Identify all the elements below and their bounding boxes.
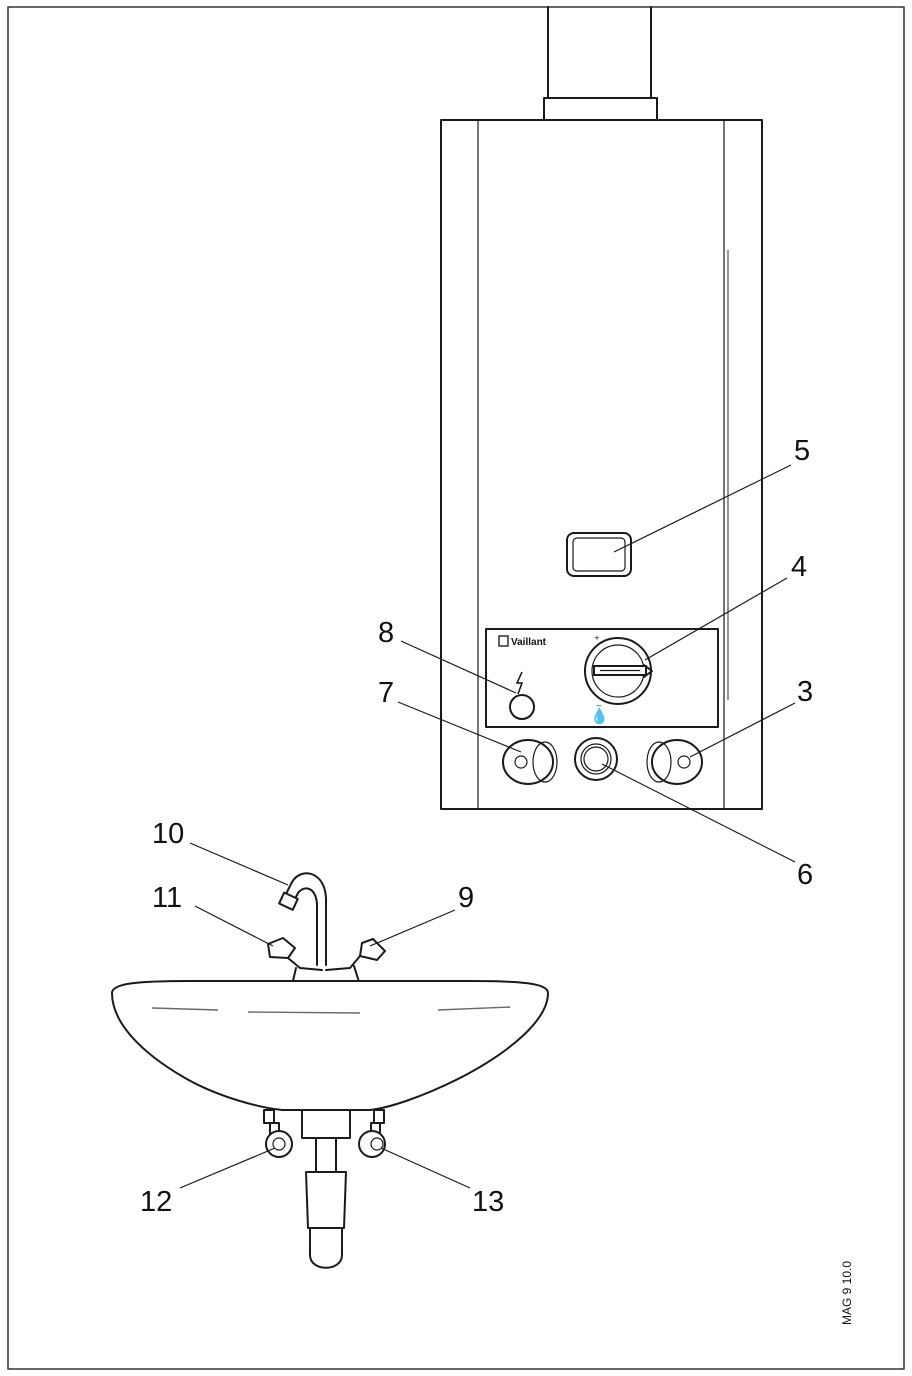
minus-marker-icon: − xyxy=(596,702,602,710)
callout-3: 3 xyxy=(797,676,813,708)
valve-right xyxy=(358,1122,386,1158)
callout-8: 8 xyxy=(378,617,394,649)
callout-7: 7 xyxy=(378,677,394,709)
temperature-knob: + − xyxy=(584,634,653,710)
water-drop-icon: 💧 xyxy=(590,707,609,725)
brand-mark-icon xyxy=(498,635,509,647)
callout-5: 5 xyxy=(794,435,810,467)
drain-trap xyxy=(301,1109,351,1269)
lightning-icon xyxy=(515,671,524,695)
callout-11: 11 xyxy=(152,882,182,914)
page-frame xyxy=(7,6,905,1370)
callouts: 5 4 3 6 8 7 10 11 9 12 13 xyxy=(140,435,813,1218)
callout-4: 4 xyxy=(791,551,807,583)
flue-pipe xyxy=(543,6,658,121)
control-panel: Vaillant + − 💧 xyxy=(485,628,719,728)
sight-glass xyxy=(566,532,632,577)
callout-6: 6 xyxy=(797,859,813,891)
callout-10: 10 xyxy=(152,818,184,850)
connection-center xyxy=(574,737,618,781)
leader-lines xyxy=(179,464,796,1189)
washbasin xyxy=(111,980,549,1124)
callout-12: 12 xyxy=(140,1186,172,1218)
brand-logo: Vaillant xyxy=(511,637,547,648)
faucet xyxy=(267,872,386,986)
figure-code: MAG 9 10.0 xyxy=(840,1261,854,1325)
callout-9: 9 xyxy=(458,882,474,914)
plus-marker-icon: + xyxy=(594,634,600,642)
callout-13: 13 xyxy=(472,1186,504,1218)
connection-right xyxy=(646,739,703,785)
connection-left xyxy=(502,739,558,785)
piezo-igniter-button xyxy=(509,671,535,720)
valve-left xyxy=(265,1122,293,1158)
